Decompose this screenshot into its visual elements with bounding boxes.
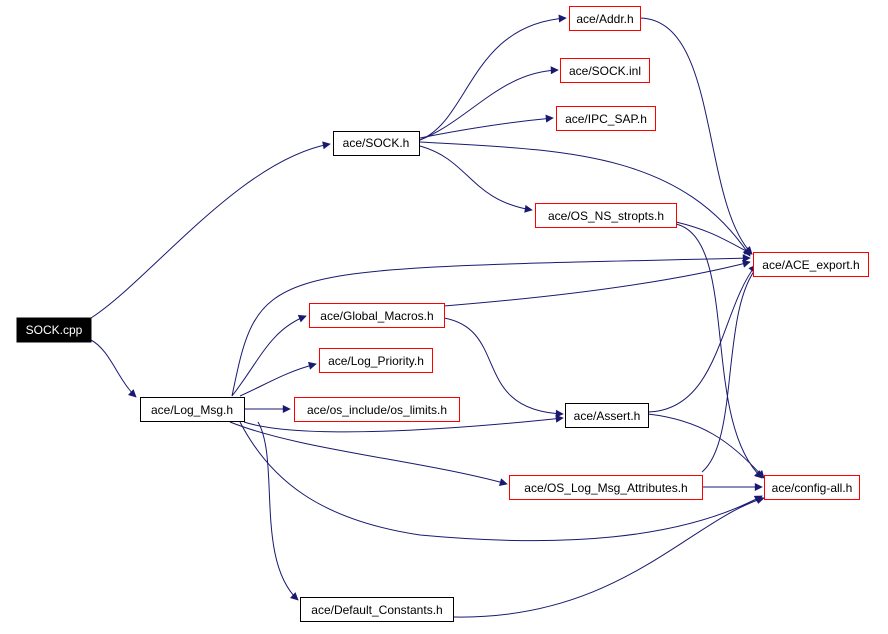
- edge-sockh-addr: [419, 14, 567, 141]
- node-label: ace/os_include/os_limits.h: [307, 403, 447, 417]
- node-log-priority-h[interactable]: ace/Log_Priority.h: [319, 348, 433, 373]
- edge-sockh-aceexport: [419, 141, 751, 257]
- edge-assert-aceexport: [647, 264, 757, 413]
- node-label: ace/Log_Msg.h: [151, 403, 233, 417]
- edge-globalmacros-aceexport: [443, 259, 751, 307]
- node-global-macros-h[interactable]: ace/Global_Macros.h: [309, 303, 445, 328]
- node-ace-export-h[interactable]: ace/ACE_export.h: [753, 252, 869, 277]
- edge-logmsg-oslogattr: [229, 421, 508, 486]
- node-ipc-sap-h[interactable]: ace/IPC_SAP.h: [556, 106, 656, 131]
- edge-defaultconst-configall: [453, 496, 765, 618]
- node-label: ace/SOCK.inl: [569, 64, 641, 78]
- node-label: ace/Log_Priority.h: [328, 354, 424, 368]
- edges: [90, 14, 765, 618]
- edge-logmsg-assert: [243, 414, 564, 433]
- edge-sockh-sockinl: [419, 66, 559, 141]
- node-sock-inl[interactable]: ace/SOCK.inl: [560, 58, 650, 83]
- node-label: ace/Addr.h: [576, 12, 633, 26]
- node-addr-h[interactable]: ace/Addr.h: [569, 6, 641, 31]
- node-os-limits-h[interactable]: ace/os_include/os_limits.h: [294, 397, 460, 422]
- edge-sockcpp-logmsg: [90, 339, 137, 398]
- node-log-msg-h[interactable]: ace/Log_Msg.h: [140, 397, 245, 422]
- edge-addr-aceexport: [639, 17, 753, 255]
- edge-assert-configall: [647, 413, 765, 479]
- node-default-constants-h[interactable]: ace/Default_Constants.h: [300, 597, 454, 622]
- node-config-all-h[interactable]: ace/config-all.h: [764, 475, 860, 500]
- node-label: SOCK.cpp: [26, 323, 83, 337]
- node-label: ace/OS_NS_stropts.h: [548, 209, 664, 223]
- node-label: ace/IPC_SAP.h: [565, 112, 647, 126]
- edge-sockh-ipcsap: [419, 114, 554, 139]
- edge-osnsstropts-configall: [675, 223, 763, 479]
- node-label: ace/OS_Log_Msg_Attributes.h: [524, 481, 687, 495]
- edge-logmsg-logpriority: [239, 361, 317, 397]
- edge-logmsg-globalmacros: [231, 314, 307, 397]
- node-label: ace/Assert.h: [574, 409, 641, 423]
- node-os-ns-stropts-h[interactable]: ace/OS_NS_stropts.h: [535, 203, 677, 228]
- node-label: ace/Default_Constants.h: [311, 603, 442, 617]
- node-sock-cpp: SOCK.cpp: [16, 317, 92, 343]
- edge-logmsg-aceexport: [231, 254, 751, 397]
- edge-sockcpp-sockh: [90, 141, 331, 319]
- edge-osnsstropts-aceexport: [675, 221, 753, 255]
- edge-globalmacros-assert: [443, 317, 564, 418]
- node-assert-h[interactable]: ace/Assert.h: [565, 403, 649, 428]
- node-label: ace/ACE_export.h: [762, 258, 859, 272]
- node-sock-h[interactable]: ace/SOCK.h: [333, 131, 420, 156]
- edge-logmsg-configall: [239, 421, 763, 542]
- node-os-log-msg-attributes-h[interactable]: ace/OS_Log_Msg_Attributes.h: [509, 475, 703, 500]
- edge-oslogattr-aceexport: [701, 265, 759, 473]
- node-label: ace/SOCK.h: [343, 136, 410, 150]
- edge-logmsg-defaultconst: [257, 421, 299, 601]
- node-label: ace/config-all.h: [772, 481, 853, 495]
- node-label: ace/Global_Macros.h: [320, 309, 433, 323]
- edge-sockh-osnsstropts: [419, 145, 533, 213]
